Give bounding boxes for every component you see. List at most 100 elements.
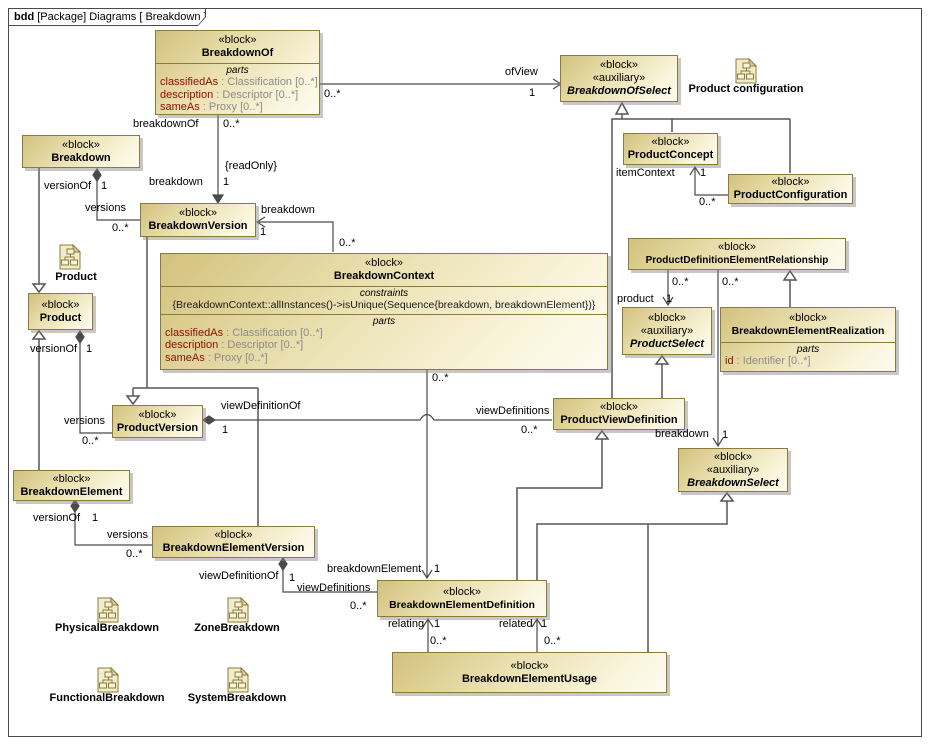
edge-label[interactable]: versions <box>85 202 126 214</box>
edge-label[interactable]: 0..* <box>432 372 449 384</box>
edge-label[interactable]: 0..* <box>722 276 739 288</box>
assoc-breakdownelement-versions[interactable] <box>70 498 152 546</box>
edge-label[interactable]: 0..* <box>672 276 689 288</box>
edge-label[interactable]: 0..* <box>339 237 356 249</box>
edge-label[interactable]: 1 <box>223 176 230 188</box>
assoc-related[interactable] <box>531 617 543 652</box>
assoc-pder-breakdown[interactable] <box>712 270 724 448</box>
block-product-configuration[interactable]: «block»ProductConfiguration <box>728 174 853 204</box>
edge-label[interactable]: viewDefinitions <box>297 582 371 594</box>
block-breakdown-element-usage[interactable]: «block»BreakdownElementUsage <box>392 652 667 693</box>
gen-productversion-tree[interactable] <box>125 237 259 526</box>
edge-label[interactable]: 1 <box>92 512 99 524</box>
zone-breakdown-diagram-icon[interactable] <box>226 596 250 628</box>
physical-breakdown-diagram-icon[interactable] <box>96 596 120 628</box>
edge-label[interactable]: viewDefinitions <box>476 405 550 417</box>
edge-label[interactable]: 0..* <box>544 635 561 647</box>
edge-label[interactable]: 1 <box>666 293 673 305</box>
edge-label[interactable]: 1 <box>541 618 548 630</box>
edge-label[interactable]: 0..* <box>350 600 367 612</box>
assoc-product-versions[interactable] <box>75 329 112 434</box>
gen-breakdown-product[interactable] <box>31 168 47 294</box>
edge-label[interactable]: 0..* <box>82 435 99 447</box>
edge-label[interactable]: {readOnly} <box>225 160 277 172</box>
edge-label[interactable]: 0..* <box>324 88 341 100</box>
product-configuration-label[interactable]: Product configuration <box>688 83 804 95</box>
block-breakdown-select[interactable]: «block»«auxiliary»BreakdownSelect <box>678 448 788 492</box>
edge-label[interactable]: breakdownElement <box>327 563 422 575</box>
edge-label[interactable]: itemContext <box>616 167 675 179</box>
functional-breakdown-diagram-icon[interactable] <box>96 666 120 698</box>
edge-label[interactable]: ofView <box>505 66 538 78</box>
zone-breakdown-label[interactable]: ZoneBreakdown <box>194 622 280 634</box>
block-product-definition-element-relationship[interactable]: «block»ProductDefinitionElementRelations… <box>628 238 846 270</box>
block-breakdown-element[interactable]: «block»BreakdownElement <box>13 470 130 501</box>
edge-label[interactable]: related <box>499 618 533 630</box>
gen-pvd-productselect[interactable] <box>654 354 670 398</box>
edge-label[interactable]: 1 <box>86 343 93 355</box>
product-diagram-icon[interactable] <box>58 243 82 275</box>
block-breakdown-of-select[interactable]: «block»«auxiliary»BreakdownOfSelect <box>560 55 678 102</box>
edge-label[interactable]: viewDefinitionOf <box>199 570 279 582</box>
block-product-concept[interactable]: «block»ProductConcept <box>623 133 718 165</box>
block-product-version[interactable]: «block»ProductVersion <box>112 405 203 438</box>
edge-label[interactable]: versionOf <box>30 343 78 355</box>
system-breakdown-label[interactable]: SystemBreakdown <box>187 692 287 704</box>
edge-label[interactable]: 1 <box>260 226 267 238</box>
edge-label[interactable]: 0..* <box>430 635 447 647</box>
block-breakdown-element-version[interactable]: «block»BreakdownElementVersion <box>152 526 315 558</box>
block-product[interactable]: «block»Product <box>28 293 93 330</box>
gen-ber-pder[interactable] <box>782 269 798 307</box>
functional-breakdown-label[interactable]: FunctionalBreakdown <box>49 692 165 704</box>
edge-label[interactable]: 1 <box>700 167 707 179</box>
gen-breakdownelement-product[interactable] <box>31 329 47 470</box>
edge-label[interactable]: versions <box>107 529 148 541</box>
assoc-breakdown-versions[interactable] <box>92 167 140 221</box>
edge-label[interactable]: 1 <box>222 424 229 436</box>
assoc-ofview[interactable] <box>320 78 563 90</box>
edge-label[interactable]: 0..* <box>126 548 143 560</box>
edge-label[interactable]: 1 <box>101 180 108 192</box>
edge-label[interactable]: versionOf <box>33 512 81 524</box>
edge-label[interactable]: viewDefinitionOf <box>221 400 301 412</box>
block-product-view-definition[interactable]: «block»ProductViewDefinition <box>553 398 685 430</box>
gen-breakdownselect-tree[interactable] <box>536 491 735 652</box>
assoc-pder-product[interactable] <box>662 270 674 307</box>
edge-label[interactable]: 1 <box>434 618 441 630</box>
physical-breakdown-label[interactable]: PhysicalBreakdown <box>55 622 159 634</box>
block-breakdown-element-definition[interactable]: «block»BreakdownElementDefinition <box>377 580 547 617</box>
assoc-breakdownof[interactable] <box>211 115 225 205</box>
gen-breakdownofselect-tree[interactable] <box>611 101 791 398</box>
block-breakdown[interactable]: «block»Breakdown <box>22 135 140 168</box>
edge-label[interactable]: 0..* <box>699 196 716 208</box>
edge-label[interactable]: 0..* <box>223 118 240 130</box>
gen-bed-productviewdefinition[interactable] <box>516 429 610 580</box>
edge-label[interactable]: breakdown <box>149 176 203 188</box>
edge-label[interactable]: 1 <box>289 572 296 584</box>
edge-label[interactable]: breakdownOf <box>133 118 199 130</box>
assoc-breakdowncontext-breakdownelement[interactable] <box>421 370 433 580</box>
edge-label[interactable]: product <box>617 293 654 305</box>
product-configuration-diagram-icon[interactable] <box>734 57 758 89</box>
edge-label[interactable]: 1 <box>722 429 729 441</box>
edge-label[interactable]: versions <box>64 415 105 427</box>
block-product-select[interactable]: «block»«auxiliary»ProductSelect <box>622 307 712 355</box>
edge-label[interactable]: relating <box>388 618 425 630</box>
edge-label[interactable]: 0..* <box>521 424 538 436</box>
system-breakdown-diagram-icon[interactable] <box>226 666 250 698</box>
edge-label[interactable]: 1 <box>529 87 536 99</box>
assoc-breakdownelementversion-viewdefinitions[interactable] <box>278 556 377 593</box>
edge-label[interactable]: 0..* <box>112 222 129 234</box>
edge-label[interactable]: breakdown <box>261 204 315 216</box>
edge-label[interactable]: 1 <box>434 563 441 575</box>
assoc-relating[interactable] <box>422 617 434 652</box>
assoc-itemcontext[interactable] <box>689 165 728 196</box>
edge-label[interactable]: versionOf <box>44 180 92 192</box>
product-label[interactable]: Product <box>55 271 97 283</box>
assoc-breakdownversion-breakdowncontext[interactable] <box>255 216 334 252</box>
block-breakdown-version[interactable]: «block»BreakdownVersion <box>140 203 256 237</box>
edge-label[interactable]: breakdown <box>655 428 709 440</box>
